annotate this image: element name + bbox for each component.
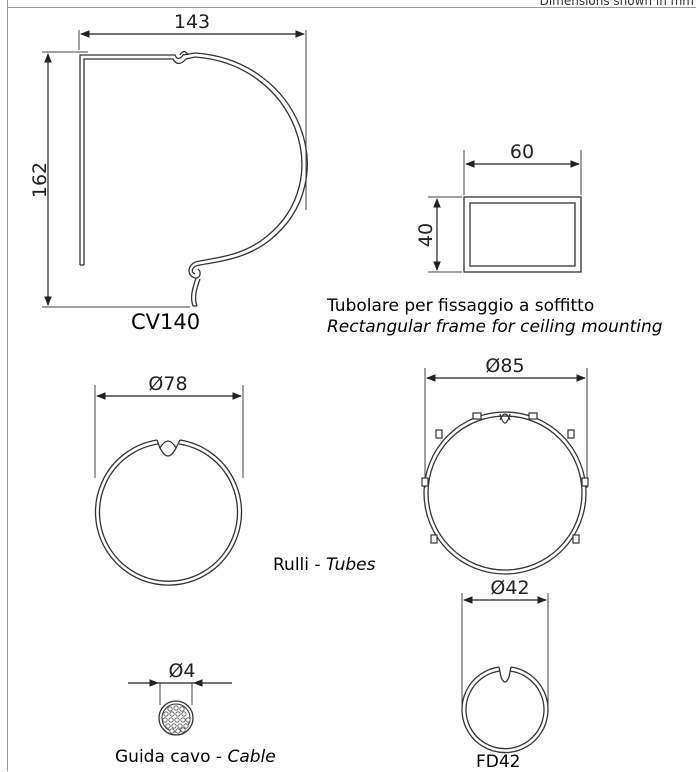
tube-78-drawing: Ø78	[94, 373, 244, 586]
tube-85-label: Ø85	[485, 355, 524, 377]
rect-height-label: 40	[415, 223, 437, 247]
cable-caption: Guida cavo - Cable	[115, 747, 276, 767]
rect-frame-drawing: 60 40	[415, 141, 582, 273]
fd42-caption: FD42	[476, 752, 521, 772]
fd42-drawing: Ø42	[461, 577, 549, 754]
cv140-drawing: 143 162	[29, 11, 308, 308]
tubes-caption: Rulli - Tubes	[273, 555, 376, 575]
frame-border-top	[7, 7, 696, 8]
tube-78-label: Ø78	[148, 373, 187, 395]
cv140-height-label: 162	[29, 162, 51, 198]
tube-85-drawing: Ø85	[421, 355, 589, 575]
tubes-caption-english: Tubes	[325, 555, 376, 575]
cable-dim-label: Ø4	[168, 660, 195, 682]
cable-caption-english: Cable	[227, 747, 276, 767]
tubes-caption-prefix: Rulli -	[273, 555, 326, 575]
cable-guide-drawing: Ø4	[128, 660, 232, 736]
cv140-width-label: 143	[174, 11, 210, 33]
rect-caption-italian: Tubolare per fissaggio a soffitto	[327, 296, 595, 316]
fd42-dim-label: Ø42	[490, 577, 529, 599]
rect-width-label: 60	[510, 141, 534, 163]
units-note: Dimensions shown in mm	[539, 0, 694, 8]
cable-caption-prefix: Guida cavo -	[115, 747, 228, 767]
frame-border-left	[7, 0, 8, 771]
cv140-caption: CV140	[131, 310, 201, 334]
rect-caption-english: Rectangular frame for ceiling mounting	[327, 317, 663, 337]
